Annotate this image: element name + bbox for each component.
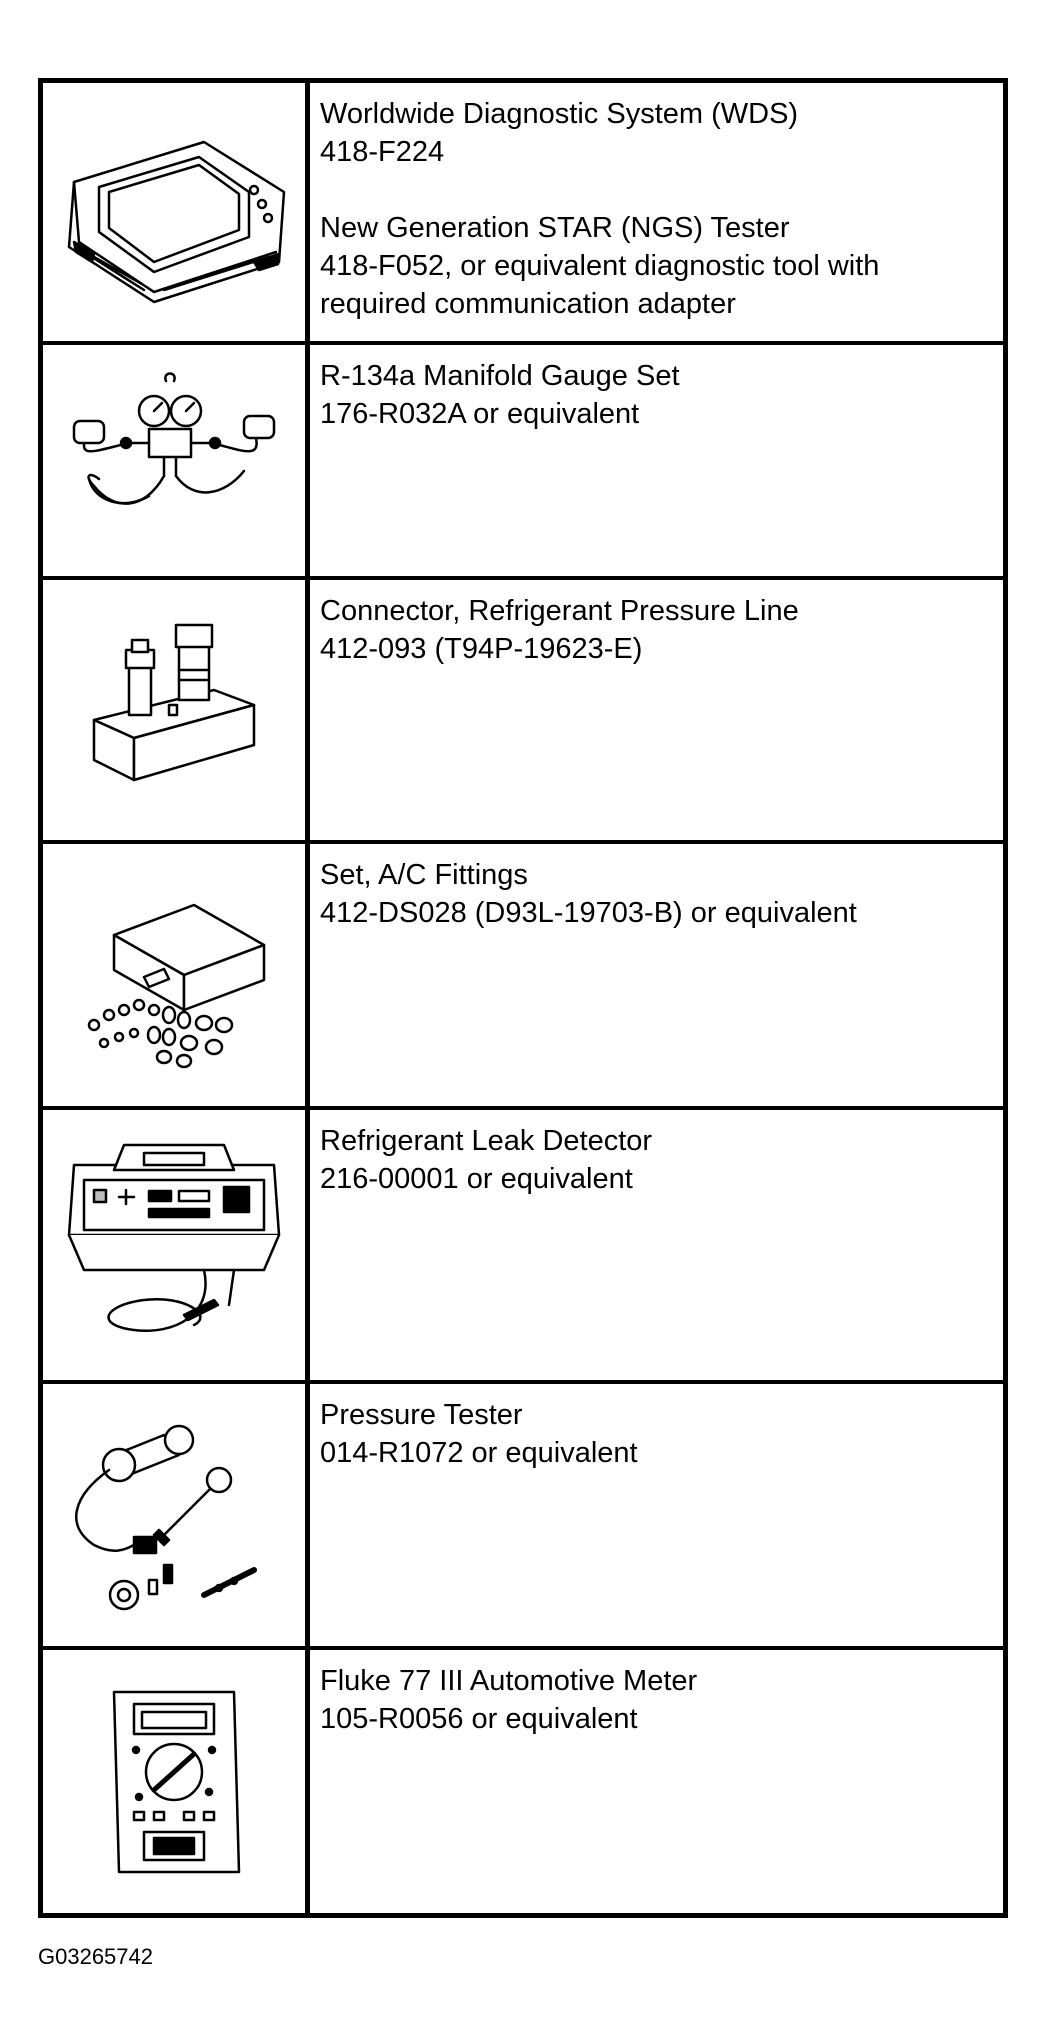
tool-number: 418-F052, or equivalent diagnostic tool … [320, 250, 880, 282]
figure-id: G03265742 [38, 1944, 153, 1969]
tool-name: Set, A/C Fittings [320, 859, 528, 891]
tool-description: Set, A/C Fittings 412-DS028 (D93L-19703-… [310, 844, 1003, 1106]
tool-description: Worldwide Diagnostic System (WDS) 418-F2… [310, 83, 1003, 341]
special-tools-table: Worldwide Diagnostic System (WDS) 418-F2… [38, 78, 1008, 1918]
diagnostic-tablet-icon [43, 83, 310, 341]
fittings-case-icon [43, 844, 310, 1106]
tool-name: R-134a Manifold Gauge Set [320, 360, 680, 392]
table-row: Set, A/C Fittings 412-DS028 (D93L-19703-… [43, 844, 1003, 1110]
tool-number: 418-F224 [320, 136, 445, 168]
table-row: Worldwide Diagnostic System (WDS) 418-F2… [43, 83, 1003, 345]
tool-description: Connector, Refrigerant Pressure Line 412… [310, 580, 1003, 840]
table-row: Fluke 77 III Automotive Meter 105-R0056 … [43, 1650, 1003, 1913]
tool-description: Fluke 77 III Automotive Meter 105-R0056 … [310, 1650, 1003, 1913]
tool-description: Refrigerant Leak Detector 216-00001 or e… [310, 1110, 1003, 1380]
table-row: Pressure Tester 014-R1072 or equivalent [43, 1384, 1003, 1650]
multimeter-icon [43, 1650, 310, 1913]
tool-note: required communication adapter [320, 288, 736, 320]
tool-description: Pressure Tester 014-R1072 or equivalent [310, 1384, 1003, 1646]
pressure-tester-icon [43, 1384, 310, 1646]
tool-number: 412-093 (T94P-19623-E) [320, 633, 643, 665]
table-row: Connector, Refrigerant Pressure Line 412… [43, 580, 1003, 844]
tool-name: Refrigerant Leak Detector [320, 1125, 653, 1157]
tool-number: 014-R1072 or equivalent [320, 1437, 638, 1469]
tool-name: New Generation STAR (NGS) Tester [320, 212, 790, 244]
pressure-line-connector-icon [43, 580, 310, 840]
tool-name: Worldwide Diagnostic System (WDS) [320, 98, 799, 130]
tool-number: 105-R0056 or equivalent [320, 1703, 638, 1735]
table-row: Refrigerant Leak Detector 216-00001 or e… [43, 1110, 1003, 1384]
tool-description: R-134a Manifold Gauge Set 176-R032A or e… [310, 345, 1003, 576]
leak-detector-icon [43, 1110, 310, 1380]
tool-name: Pressure Tester [320, 1399, 523, 1431]
tool-name: Connector, Refrigerant Pressure Line [320, 595, 799, 627]
tool-number: 176-R032A or equivalent [320, 398, 640, 430]
manifold-gauge-set-icon [43, 345, 310, 576]
table-row: R-134a Manifold Gauge Set 176-R032A or e… [43, 345, 1003, 580]
tool-name: Fluke 77 III Automotive Meter [320, 1665, 698, 1697]
tool-number: 216-00001 or equivalent [320, 1163, 633, 1195]
tool-number: 412-DS028 (D93L-19703-B) or equivalent [320, 897, 857, 929]
